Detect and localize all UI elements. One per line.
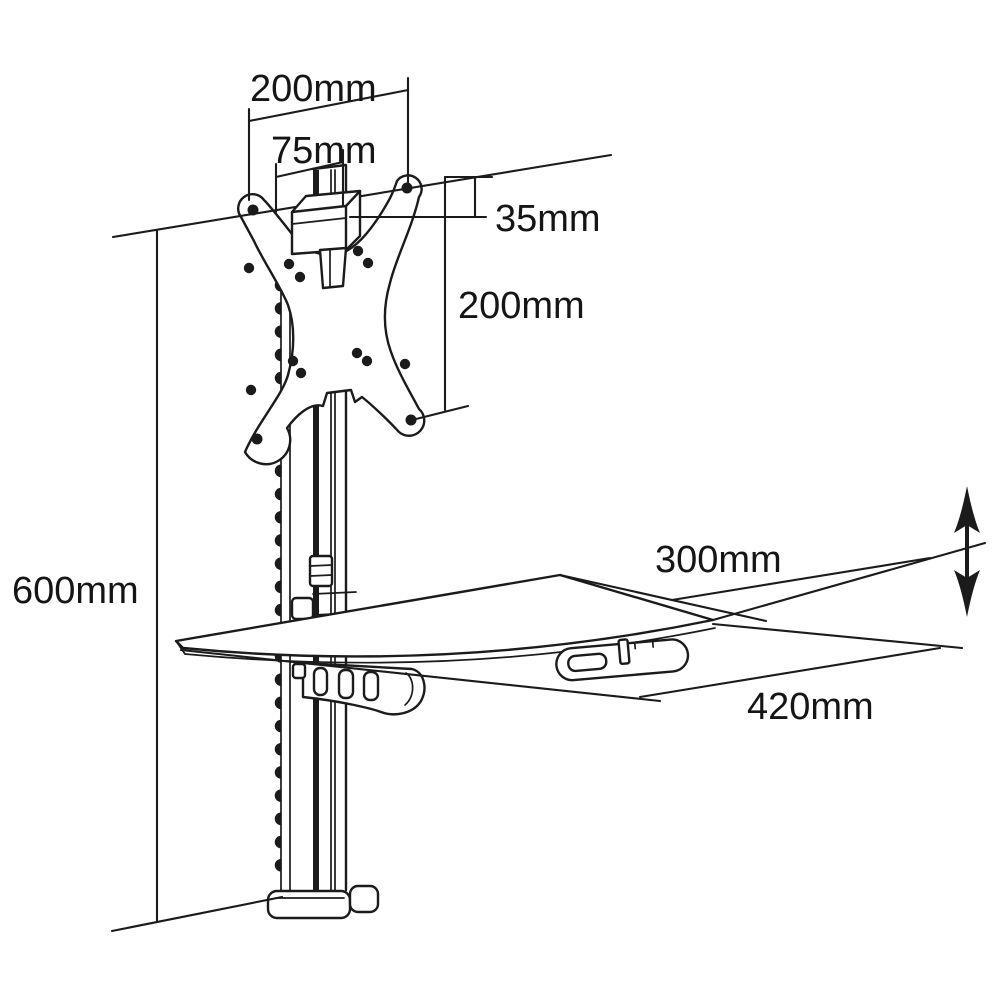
- dim-rail-height: 600mm: [12, 229, 284, 933]
- dim-hook-offset: 35mm: [348, 175, 601, 240]
- dim-shelf-width: 420mm: [179, 622, 964, 728]
- shelf-bracket-right: [555, 638, 690, 682]
- shelf-bracket-left: [291, 661, 426, 716]
- dim-label-shelf-width: 420mm: [747, 686, 874, 728]
- dim-plate-width: 200mm: [247, 68, 410, 202]
- vesa-plate: [237, 174, 426, 466]
- rail-knob: [308, 554, 334, 588]
- dim-label-shelf-depth: 300mm: [655, 539, 782, 581]
- dim-plate-height: 200mm: [410, 175, 585, 422]
- wall-reference-line: [111, 153, 613, 239]
- shelf-top-surface: [174, 573, 715, 658]
- vesa-plate-holes: [243, 182, 417, 445]
- shelf-edge-cap: [175, 640, 186, 655]
- rail-bottom-cap: [266, 884, 380, 920]
- dim-label-plate-width: 200mm: [250, 68, 377, 110]
- dim-label-plate-height: 200mm: [458, 285, 585, 327]
- rail-dark-band: [313, 170, 319, 892]
- dim-hook-width: 75mm: [271, 130, 377, 214]
- dim-shelf-depth: 300mm: [558, 539, 987, 623]
- dim-label-rail-height: 600mm: [12, 570, 139, 612]
- dim-label-hook-offset: 35mm: [495, 198, 601, 240]
- dim-label-hook-width: 75mm: [271, 130, 377, 172]
- height-adjust-arrow-icon: [954, 486, 980, 617]
- wall-hook: [290, 189, 362, 290]
